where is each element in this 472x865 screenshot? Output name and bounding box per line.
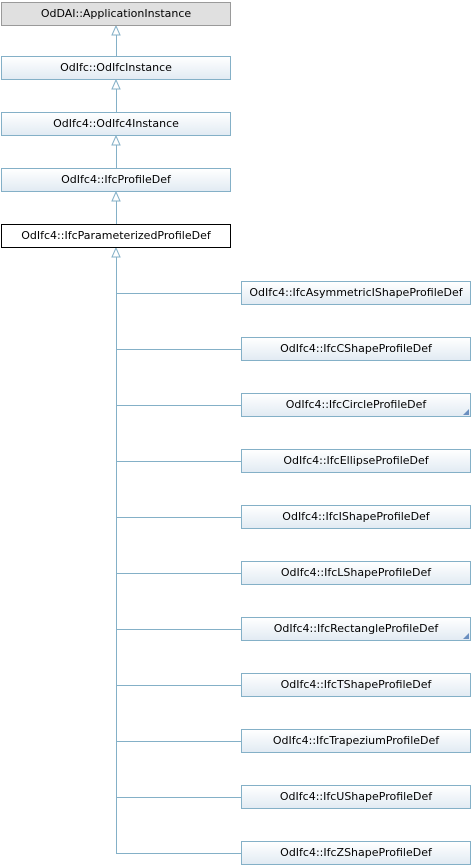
- inheritance-arrowhead: [111, 190, 121, 202]
- child-node-ifcasymmetricishapeprofiledef[interactable]: OdIfc4::IfcAsymmetricIShapeProfileDef: [241, 281, 471, 305]
- ancestor-node-ifcprofiledef[interactable]: OdIfc4::IfcProfileDef: [1, 168, 231, 192]
- node-label: OdIfc4::IfcZShapeProfileDef: [280, 846, 432, 859]
- more-subclasses-marker-icon: [463, 409, 469, 415]
- node-label: OdIfc4::IfcRectangleProfileDef: [273, 622, 439, 635]
- node-label: OdIfc4::IfcTShapeProfileDef: [280, 678, 432, 691]
- inheritance-arrowhead: [111, 134, 121, 146]
- ancestor-node-odifc4instance[interactable]: OdIfc4::OdIfc4Instance: [1, 112, 231, 136]
- node-label: OdIfc4::OdIfc4Instance: [53, 117, 179, 130]
- node-label: OdIfc4::IfcProfileDef: [61, 173, 171, 186]
- child-node-ifcrectangleprofiledef[interactable]: OdIfc4::IfcRectangleProfileDef: [241, 617, 471, 641]
- child-node-ifctrapeziumprofiledef[interactable]: OdIfc4::IfcTrapeziumProfileDef: [241, 729, 471, 753]
- ancestor-node-odifcinstance[interactable]: OdIfc::OdIfcInstance: [1, 56, 231, 80]
- child-node-ifcellipseprofiledef[interactable]: OdIfc4::IfcEllipseProfileDef: [241, 449, 471, 473]
- node-label: OdIfc4::IfcLShapeProfileDef: [280, 566, 432, 579]
- more-subclasses-marker-icon: [463, 633, 469, 639]
- ancestor-node-oddai-applicationinstance: OdDAI::ApplicationInstance: [1, 2, 231, 26]
- node-label: OdIfc::OdIfcInstance: [60, 61, 172, 74]
- child-node-ifccshapeprofiledef[interactable]: OdIfc4::IfcCShapeProfileDef: [241, 337, 471, 361]
- node-label: OdIfc4::IfcTrapeziumProfileDef: [272, 734, 440, 747]
- node-label: OdDAI::ApplicationInstance: [40, 7, 192, 20]
- node-label: OdIfc4::IfcUShapeProfileDef: [279, 790, 433, 803]
- child-node-ifcushapeprofiledef[interactable]: OdIfc4::IfcUShapeProfileDef: [241, 785, 471, 809]
- child-node-ifclshapeprofiledef[interactable]: OdIfc4::IfcLShapeProfileDef: [241, 561, 471, 585]
- node-label: OdIfc4::IfcParameterizedProfileDef: [21, 229, 211, 242]
- node-label: OdIfc4::IfcEllipseProfileDef: [283, 454, 429, 467]
- node-label: OdIfc4::IfcCircleProfileDef: [285, 398, 427, 411]
- child-node-ifczshapeprofiledef[interactable]: OdIfc4::IfcZShapeProfileDef: [241, 841, 471, 865]
- inheritance-arrowhead: [111, 24, 121, 36]
- inheritance-arrowhead: [111, 246, 121, 258]
- node-label: OdIfc4::IfcAsymmetricIShapeProfileDef: [249, 286, 463, 299]
- child-node-ifcishapeprofiledef[interactable]: OdIfc4::IfcIShapeProfileDef: [241, 505, 471, 529]
- node-label: OdIfc4::IfcIShapeProfileDef: [282, 510, 430, 523]
- inheritance-arrowhead: [111, 78, 121, 90]
- child-node-ifccircleprofiledef[interactable]: OdIfc4::IfcCircleProfileDef: [241, 393, 471, 417]
- child-node-ifctshapeprofiledef[interactable]: OdIfc4::IfcTShapeProfileDef: [241, 673, 471, 697]
- node-label: OdIfc4::IfcCShapeProfileDef: [280, 342, 432, 355]
- current-node-ifcparameterizedprofiledef: OdIfc4::IfcParameterizedProfileDef: [1, 224, 231, 248]
